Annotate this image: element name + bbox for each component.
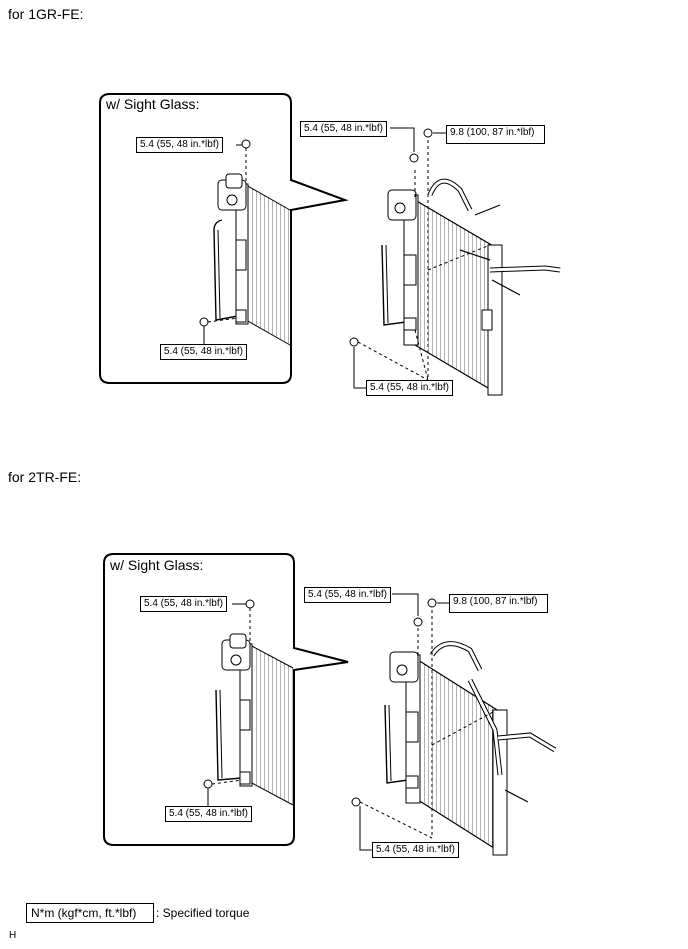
torque-label-main-right-2: 9.8 (100, 87 in.*lbf) [449,594,548,613]
torque-label-callout-bottom-1: 5.4 (55, 48 in.*lbf) [160,344,247,360]
torque-label-main-bottom-1: 5.4 (55, 48 in.*lbf) [366,380,453,396]
main-condenser-2 [351,593,557,856]
torque-label-main-top-2: 5.4 (55, 48 in.*lbf) [304,587,391,603]
torque-label-main-top-1: 5.4 (55, 48 in.*lbf) [300,121,387,137]
callout-condenser-2 [203,599,294,806]
legend-description: : Specified torque [156,906,250,920]
corner-mark: H [9,930,17,941]
main-condenser-1 [349,127,561,396]
section-heading-1gr: for 1GR-FE: [8,6,84,22]
callout-condenser-1 [199,139,291,346]
legend-unit-box: N*m (kgf*cm, ft.*lbf) [26,903,154,923]
callout-title-1: w/ Sight Glass: [106,96,200,112]
torque-label-callout-top-1: 5.4 (55, 48 in.*lbf) [136,137,223,153]
torque-label-main-bottom-2: 5.4 (55, 48 in.*lbf) [372,842,459,858]
torque-label-callout-top-2: 5.4 (55, 48 in.*lbf) [140,596,227,612]
torque-label-main-right-1: 9.8 (100, 87 in.*lbf) [446,125,545,144]
section-heading-2tr: for 2TR-FE: [8,469,82,485]
torque-label-callout-bottom-2: 5.4 (55, 48 in.*lbf) [165,806,252,822]
callout-title-2: w/ Sight Glass: [110,557,204,573]
